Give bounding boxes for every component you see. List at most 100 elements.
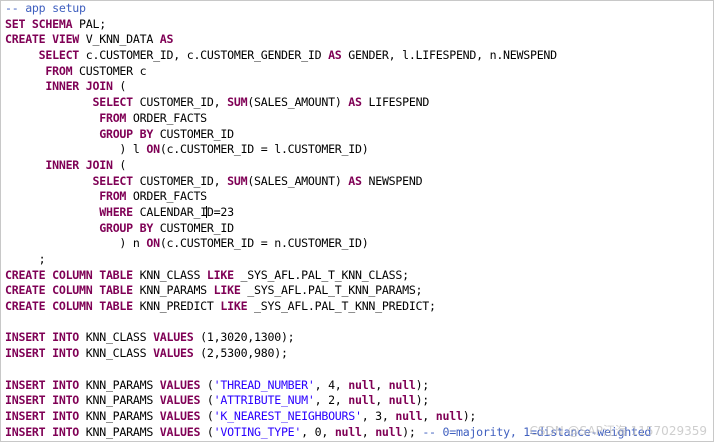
sql-keyword: WHERE (99, 204, 133, 219)
code-line[interactable]: GROUP BY CUSTOMER_ID (5, 127, 651, 143)
code-token: , 4, (314, 377, 349, 392)
sql-keyword: VALUES (153, 330, 194, 345)
code-token: CUSTOMER_ID (153, 220, 234, 235)
code-token (5, 189, 99, 203)
code-token: ( (200, 377, 214, 392)
code-line[interactable]: INSERT INTO KNN_CLASS VALUES (1,3020,130… (5, 330, 651, 346)
code-token: ( (200, 393, 214, 408)
sql-keyword: null (375, 424, 403, 439)
code-line[interactable]: INSERT INTO KNN_PARAMS VALUES ('ATTRIBUT… (5, 393, 651, 409)
sql-keyword: INNER JOIN (45, 157, 113, 172)
code-token: LIFESPEND (361, 95, 430, 110)
sql-keyword: VALUES (153, 346, 194, 361)
code-token: V_KNN_DATA (79, 32, 160, 47)
sql-keyword: CREATE COLUMN TABLE (5, 299, 133, 314)
code-token: , 0, (301, 424, 335, 439)
code-line[interactable]: ; (5, 252, 651, 268)
sql-keyword: INSERT INTO (5, 377, 80, 392)
code-line[interactable]: ) l ON(c.CUSTOMER_ID = l.CUSTOMER_ID) (5, 142, 651, 158)
code-token: KNN_PARAMS (79, 424, 160, 439)
code-line[interactable]: SET SCHEMA PAL; (5, 17, 651, 33)
sql-keyword: GROUP BY (99, 126, 154, 141)
code-token (5, 127, 99, 141)
sql-keyword: CREATE VIEW (5, 32, 80, 47)
code-line[interactable]: INSERT INTO KNN_CLASS VALUES (2,5300,980… (5, 346, 651, 362)
code-line[interactable]: INSERT INTO KNN_PARAMS VALUES ('THREAD_N… (5, 378, 651, 394)
code-token (5, 95, 93, 109)
code-token: (c.CUSTOMER_ID = n.CUSTOMER_ID) (159, 236, 369, 251)
code-token: , 3, (361, 408, 396, 423)
code-token: ) n (5, 236, 147, 251)
sql-keyword: FROM (99, 110, 127, 125)
code-token (5, 64, 45, 78)
code-token: , (375, 377, 389, 392)
code-line[interactable]: ) n ON(c.CUSTOMER_ID = n.CUSTOMER_ID) (5, 236, 651, 252)
code-token: _SYS_AFL.PAL_T_KNN_PARAMS; (240, 283, 423, 298)
code-token: (c.CUSTOMER_ID = l.CUSTOMER_ID) (159, 142, 369, 157)
code-token: (SALES_AMOUNT) (247, 173, 349, 188)
sql-keyword: SELECT (92, 173, 134, 188)
code-line[interactable]: INSERT INTO KNN_PARAMS VALUES ('VOTING_T… (5, 425, 651, 441)
sql-keyword: AS (348, 173, 362, 188)
sql-keyword: LIKE (206, 267, 234, 282)
code-token: KNN_PREDICT (132, 299, 221, 314)
code-line[interactable]: INNER JOIN ( (5, 79, 651, 95)
code-token (5, 79, 45, 93)
watermark: CSDN @SAP汪海 1157029359 (529, 424, 707, 438)
code-token: , (361, 424, 376, 439)
sql-keyword: null (388, 393, 416, 408)
code-token: ); (462, 408, 477, 423)
sql-keyword: SELECT (38, 48, 80, 63)
code-line[interactable]: CREATE COLUMN TABLE KNN_CLASS LIKE _SYS_… (5, 268, 651, 284)
code-line[interactable]: CREATE COLUMN TABLE KNN_PREDICT LIKE _SY… (5, 299, 651, 315)
code-token: D=23 (206, 204, 234, 219)
code-line[interactable] (5, 362, 651, 378)
code-token: NEWSPEND (361, 173, 423, 188)
code-line[interactable]: FROM CUSTOMER c (5, 64, 651, 80)
code-token: GENDER, l.LIFESPEND, n.NEWSPEND (341, 48, 557, 63)
code-token: _SYS_AFL.PAL_T_KNN_PREDICT; (247, 299, 436, 314)
code-line[interactable]: WHERE CALENDAR_ID=23 (5, 205, 651, 221)
code-line[interactable]: FROM ORDER_FACTS (5, 111, 651, 127)
sql-keyword: null (334, 424, 362, 439)
sql-keyword: ON (146, 236, 160, 251)
code-token: ORDER_FACTS (126, 110, 207, 125)
code-token: CUSTOMER_ID, (132, 173, 228, 188)
code-line[interactable]: INNER JOIN ( (5, 158, 651, 174)
code-line[interactable]: SELECT CUSTOMER_ID, SUM(SALES_AMOUNT) AS… (5, 174, 651, 190)
code-token (5, 111, 99, 125)
sql-keyword: null (395, 408, 423, 423)
sql-keyword: null (388, 377, 416, 392)
sql-keyword: CREATE COLUMN TABLE (5, 283, 133, 298)
code-line[interactable]: CREATE COLUMN TABLE KNN_PARAMS LIKE _SYS… (5, 283, 651, 299)
sql-keyword: SUM (227, 173, 248, 188)
code-token: ( (112, 157, 127, 172)
sql-comment: -- app setup (5, 1, 86, 15)
sql-keyword: LIKE (213, 283, 241, 298)
sql-keyword: SET SCHEMA (5, 16, 73, 31)
sql-keyword: LIKE (220, 299, 248, 314)
code-token: ); (415, 377, 430, 392)
code-token: ); (402, 424, 423, 439)
code-token: KNN_CLASS (132, 267, 207, 282)
code-token: , 2, (314, 393, 349, 408)
code-line[interactable]: GROUP BY CUSTOMER_ID (5, 221, 651, 237)
code-line[interactable]: INSERT INTO KNN_PARAMS VALUES ('K_NEARES… (5, 409, 651, 425)
sql-keyword: GROUP BY (99, 220, 154, 235)
code-token (5, 221, 99, 235)
code-line[interactable] (5, 315, 651, 331)
sql-comment: -- 0=majority, 1=distance-weighted (422, 424, 652, 439)
sql-string: 'K_NEAREST_NEIGHBOURS' (213, 408, 362, 423)
code-token: ( (200, 408, 214, 423)
code-line[interactable]: CREATE VIEW V_KNN_DATA AS (5, 32, 651, 48)
sql-string: 'THREAD_NUMBER' (213, 377, 315, 392)
code-line[interactable]: SELECT CUSTOMER_ID, SUM(SALES_AMOUNT) AS… (5, 95, 651, 111)
code-line[interactable]: -- app setup (5, 1, 651, 17)
code-line[interactable]: FROM ORDER_FACTS (5, 189, 651, 205)
code-token: (1,3020,1300); (193, 330, 295, 345)
code-token: CUSTOMER_ID (153, 126, 234, 141)
sql-keyword: INSERT INTO (5, 424, 80, 439)
code-line[interactable]: SELECT c.CUSTOMER_ID, c.CUSTOMER_GENDER_… (5, 48, 651, 64)
